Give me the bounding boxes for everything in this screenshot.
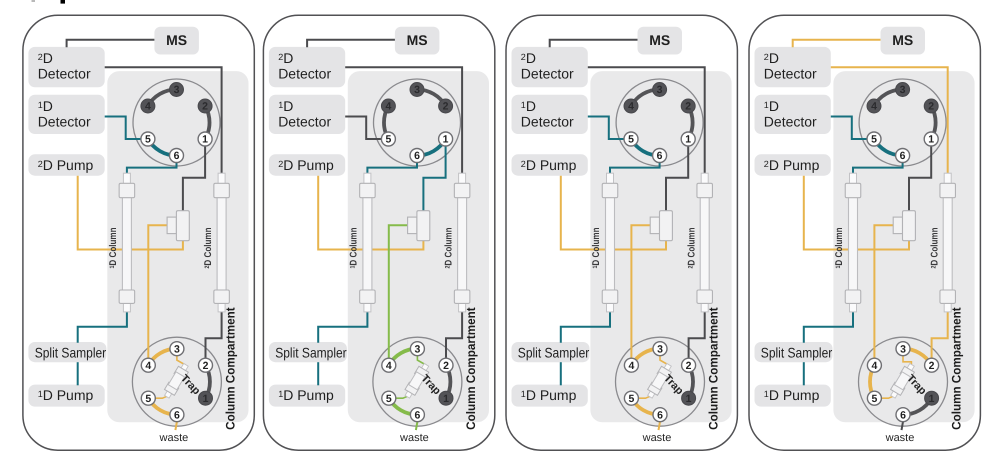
svg-text:2D Column: 2D Column <box>686 227 697 268</box>
svg-text:1: 1 <box>928 134 934 146</box>
svg-text:1D Column: 1D Column <box>349 227 360 268</box>
svg-text:Column Compartment: Column Compartment <box>223 307 237 430</box>
svg-text:1: 1 <box>443 393 449 405</box>
svg-text:2: 2 <box>928 101 934 113</box>
svg-text:2: 2 <box>443 101 449 113</box>
svg-text:1: 1 <box>443 134 449 146</box>
svg-text:Detector: Detector <box>278 66 331 82</box>
svg-text:2D: 2D <box>38 50 53 66</box>
svg-text:3: 3 <box>657 84 663 96</box>
svg-text:1D Column: 1D Column <box>834 227 845 268</box>
svg-text:1D Pump: 1D Pump <box>38 387 94 403</box>
svg-text:6: 6 <box>900 409 906 421</box>
svg-text:3: 3 <box>174 84 180 96</box>
svg-text:Split Sampler: Split Sampler <box>35 345 107 361</box>
svg-text:2D: 2D <box>764 50 779 66</box>
svg-text:5: 5 <box>628 134 634 146</box>
svg-text:Column Compartment: Column Compartment <box>464 307 478 430</box>
svg-text:Column Compartment: Column Compartment <box>950 307 964 430</box>
svg-text:2: 2 <box>929 360 935 372</box>
svg-text:4: 4 <box>628 101 634 113</box>
svg-text:1D Column: 1D Column <box>108 227 119 268</box>
svg-text:3: 3 <box>657 343 663 355</box>
svg-text:1D: 1D <box>38 98 53 114</box>
svg-text:4: 4 <box>385 101 391 113</box>
svg-text:Detector: Detector <box>38 113 91 129</box>
svg-text:6: 6 <box>174 150 180 162</box>
svg-text:Detector: Detector <box>764 113 817 129</box>
svg-text:waste: waste <box>885 432 915 444</box>
svg-text:2D: 2D <box>521 50 536 66</box>
svg-text:6: 6 <box>657 150 663 162</box>
svg-text:Detector: Detector <box>521 66 574 82</box>
svg-text:MS: MS <box>407 32 428 48</box>
svg-text:2D Pump: 2D Pump <box>764 157 820 173</box>
svg-text:6: 6 <box>414 409 420 421</box>
svg-text:4: 4 <box>145 101 151 113</box>
svg-text:6: 6 <box>174 409 180 421</box>
svg-text:Detector: Detector <box>764 66 817 82</box>
svg-text:2: 2 <box>686 360 692 372</box>
svg-text:5: 5 <box>145 393 151 405</box>
svg-text:2D Pump: 2D Pump <box>38 157 94 173</box>
svg-text:waste: waste <box>159 432 189 444</box>
svg-text:waste: waste <box>642 432 672 444</box>
svg-text:MS: MS <box>166 32 187 48</box>
svg-text:Split Sampler: Split Sampler <box>761 345 833 361</box>
svg-text:2: 2 <box>443 360 449 372</box>
svg-text:2D: 2D <box>278 50 293 66</box>
svg-text:1D: 1D <box>764 98 779 114</box>
svg-text:3: 3 <box>900 343 906 355</box>
svg-text:3: 3 <box>900 84 906 96</box>
svg-text:2: 2 <box>685 101 691 113</box>
svg-text:5: 5 <box>385 134 391 146</box>
svg-text:MS: MS <box>892 32 913 48</box>
svg-text:1D Pump: 1D Pump <box>764 387 820 403</box>
svg-text:2D Column: 2D Column <box>444 227 455 268</box>
svg-text:1D Pump: 1D Pump <box>521 387 577 403</box>
svg-text:MS: MS <box>649 32 670 48</box>
svg-text:Split Sampler: Split Sampler <box>518 345 590 361</box>
svg-text:1: 1 <box>203 393 209 405</box>
svg-text:1D Column: 1D Column <box>591 227 602 268</box>
svg-text:2D Pump: 2D Pump <box>278 157 334 173</box>
svg-text:2D Column: 2D Column <box>929 227 940 268</box>
svg-text:4: 4 <box>871 101 877 113</box>
svg-text:Split Sampler: Split Sampler <box>275 345 347 361</box>
svg-text:4: 4 <box>628 360 634 372</box>
svg-text:2D Column: 2D Column <box>203 227 214 268</box>
svg-text:5: 5 <box>871 134 877 146</box>
svg-text:2: 2 <box>203 360 209 372</box>
svg-text:5: 5 <box>386 393 392 405</box>
svg-text:Detector: Detector <box>521 113 574 129</box>
svg-text:4: 4 <box>386 360 392 372</box>
svg-text:2D Pump: 2D Pump <box>521 157 577 173</box>
svg-text:4: 4 <box>871 360 877 372</box>
svg-text:5: 5 <box>628 393 634 405</box>
svg-text:1: 1 <box>686 393 692 405</box>
svg-text:6: 6 <box>657 409 663 421</box>
svg-text:2: 2 <box>202 101 208 113</box>
svg-text:3: 3 <box>174 343 180 355</box>
svg-text:3: 3 <box>414 343 420 355</box>
svg-text:1: 1 <box>929 393 935 405</box>
svg-text:1D: 1D <box>278 98 293 114</box>
svg-text:1D Pump: 1D Pump <box>278 387 334 403</box>
svg-text:6: 6 <box>900 150 906 162</box>
svg-text:4: 4 <box>145 360 151 372</box>
svg-text:5: 5 <box>871 393 877 405</box>
svg-text:1D: 1D <box>521 98 536 114</box>
svg-text:6: 6 <box>414 150 420 162</box>
svg-text:1: 1 <box>685 134 691 146</box>
svg-text:Detector: Detector <box>38 66 91 82</box>
svg-text:Detector: Detector <box>278 113 331 129</box>
svg-text:3: 3 <box>414 84 420 96</box>
svg-text:waste: waste <box>399 432 429 444</box>
svg-text:5: 5 <box>145 134 151 146</box>
svg-text:1: 1 <box>202 134 208 146</box>
svg-text:Column Compartment: Column Compartment <box>707 307 721 430</box>
